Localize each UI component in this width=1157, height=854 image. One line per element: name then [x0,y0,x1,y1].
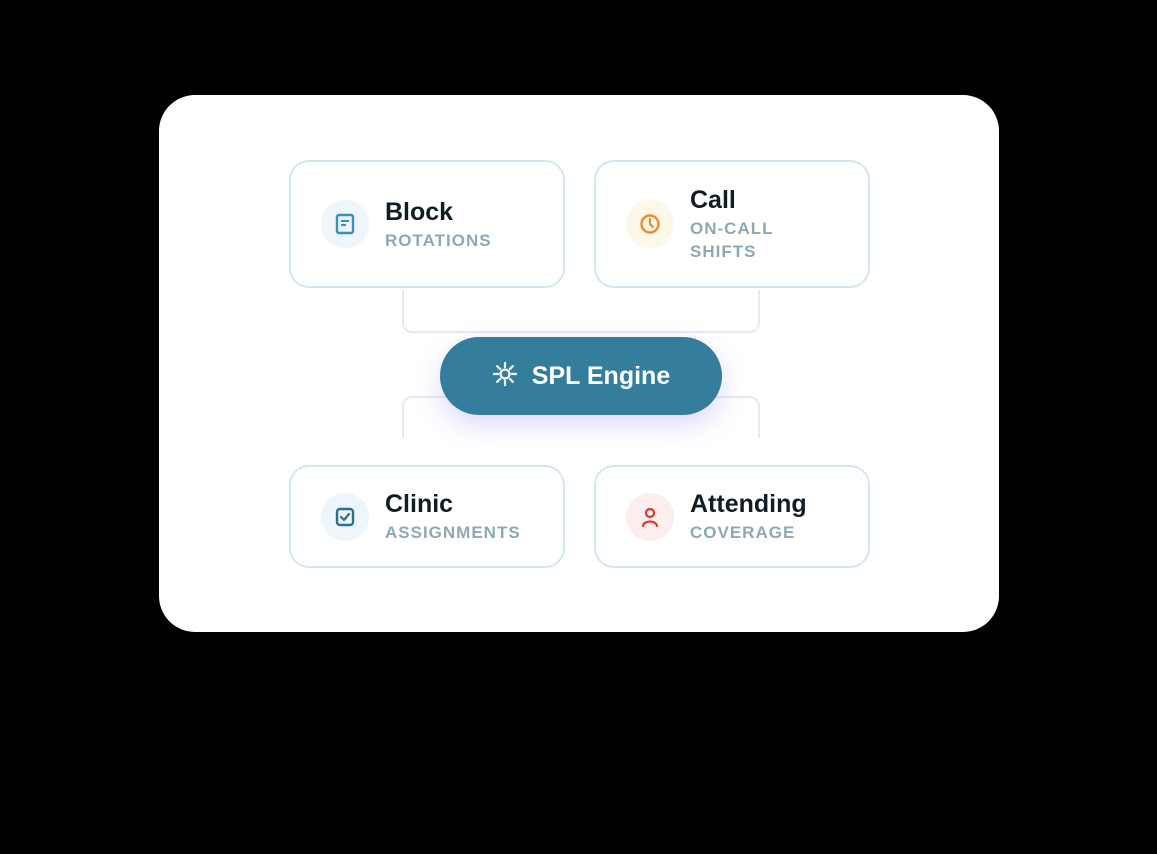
node-title: Clinic [385,490,454,518]
engine-label: SPL Engine [531,361,671,390]
node-subtitle-line2: SHIFTS [690,242,757,261]
node-block[interactable]: Block ROTATIONS [289,160,565,288]
checkbox-icon [321,492,369,541]
connector-top-left [402,290,582,333]
sun-gear-icon [492,361,518,392]
document-icon [321,200,369,248]
node-title: Attending [690,490,807,518]
node-attending[interactable]: Attending COVERAGE [594,465,870,568]
node-title: Block [385,197,454,226]
node-subtitle: COVERAGE [690,523,796,542]
node-call[interactable]: Call ON-CALL SHIFTS [594,160,870,288]
node-subtitle: ASSIGNMENTS [385,523,521,542]
connector-top-right [580,290,760,333]
clock-icon [626,200,674,248]
node-clinic[interactable]: Clinic ASSIGNMENTS [289,465,565,568]
node-subtitle: ROTATIONS [385,230,492,250]
person-icon [626,492,674,541]
spl-engine-button[interactable]: SPL Engine [440,337,722,415]
node-subtitle-line1: ON-CALL [690,219,774,238]
node-title: Call [690,186,736,214]
